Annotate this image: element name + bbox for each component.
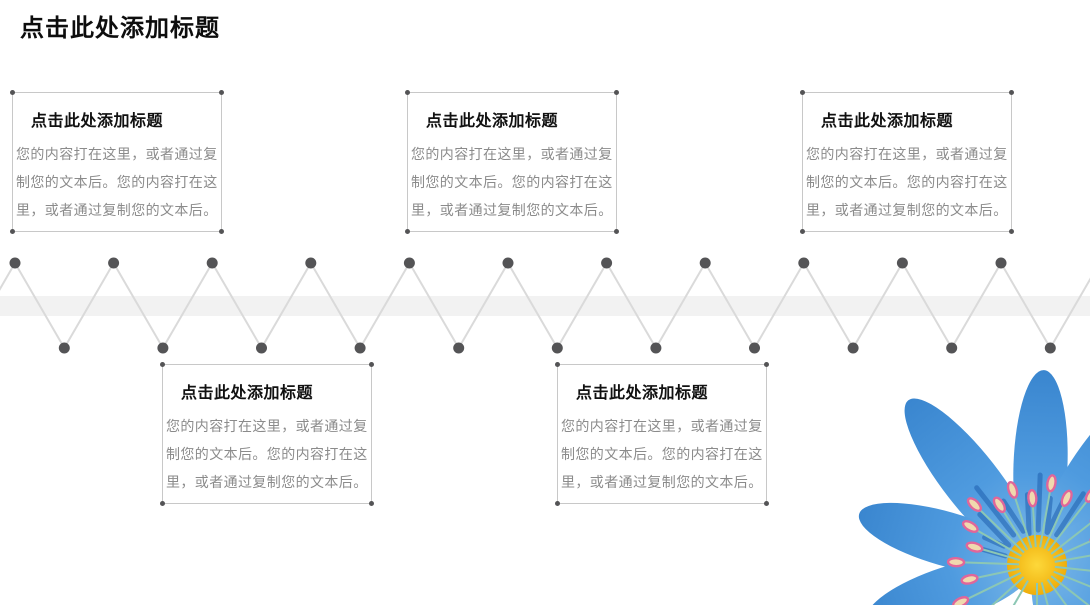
text-box-5[interactable]: 点击此处添加标题 您的内容打在这里，或者通过复制您的文本后。您的内容打在这里，或… — [555, 362, 769, 506]
timeline-node-dot — [256, 342, 267, 354]
timeline-node-dot — [453, 342, 465, 354]
corner-handle — [369, 501, 374, 506]
box-title: 点击此处添加标题 — [31, 113, 164, 130]
timeline-node-dot — [206, 257, 218, 269]
box-body: 您的内容打在这里，或者通过复制您的文本后。您的内容打在这里，或者通过复制您的文本… — [561, 418, 763, 490]
timeline-node-dot — [699, 257, 711, 269]
blue-flower-image — [858, 370, 1090, 605]
timeline-node-dot — [847, 342, 859, 354]
text-box-3[interactable]: 点击此处添加标题 您的内容打在这里，或者通过复制您的文本后。您的内容打在这里，或… — [800, 90, 1014, 234]
timeline-node-dot — [157, 342, 169, 354]
corner-handle — [800, 90, 805, 95]
corner-handle — [10, 90, 15, 95]
text-box-4[interactable]: 点击此处添加标题 您的内容打在这里，或者通过复制您的文本后。您的内容打在这里，或… — [160, 362, 374, 506]
corner-handle — [219, 90, 224, 95]
timeline-node-dot — [798, 257, 810, 269]
corner-handle — [614, 90, 619, 95]
box-title: 点击此处添加标题 — [576, 385, 709, 402]
timeline-node-dot — [305, 257, 317, 269]
slide-title[interactable]: 点击此处添加标题 — [20, 15, 220, 42]
corner-handle — [764, 501, 769, 506]
corner-handle — [800, 229, 805, 234]
timeline-node-dot — [601, 257, 613, 269]
timeline-node-dot — [995, 257, 1007, 269]
corner-handle — [405, 90, 410, 95]
corner-handle — [10, 229, 15, 234]
box-body: 您的内容打在这里，或者通过复制您的文本后。您的内容打在这里，或者通过复制您的文本… — [16, 146, 218, 218]
corner-handle — [1009, 90, 1014, 95]
box-title: 点击此处添加标题 — [426, 113, 559, 130]
timeline-band — [0, 296, 1090, 316]
zigzag-timeline — [0, 257, 1090, 354]
text-box-2[interactable]: 点击此处添加标题 您的内容打在这里，或者通过复制您的文本后。您的内容打在这里，或… — [405, 90, 619, 234]
corner-handle — [555, 501, 560, 506]
timeline-node-dot — [749, 342, 760, 354]
text-box-1[interactable]: 点击此处添加标题 您的内容打在这里，或者通过复制您的文本后。您的内容打在这里，或… — [10, 90, 224, 234]
corner-handle — [1009, 229, 1014, 234]
timeline-node-dot — [354, 342, 366, 354]
box-body: 您的内容打在这里，或者通过复制您的文本后。您的内容打在这里，或者通过复制您的文本… — [806, 146, 1008, 218]
corner-handle — [160, 362, 165, 367]
box-body: 您的内容打在这里，或者通过复制您的文本后。您的内容打在这里，或者通过复制您的文本… — [411, 146, 613, 218]
corner-handle — [369, 362, 374, 367]
timeline-node-dot — [9, 257, 21, 269]
corner-handle — [160, 501, 165, 506]
timeline-node-dot — [58, 342, 70, 354]
corner-handle — [405, 229, 410, 234]
corner-handle — [764, 362, 769, 367]
timeline-node-dot — [650, 342, 662, 354]
timeline-node-dot — [551, 342, 563, 354]
box-title: 点击此处添加标题 — [821, 113, 954, 130]
box-body: 您的内容打在这里，或者通过复制您的文本后。您的内容打在这里，或者通过复制您的文本… — [166, 418, 368, 490]
timeline-node-dot — [502, 257, 514, 269]
corner-handle — [219, 229, 224, 234]
timeline-node-dot — [1044, 342, 1056, 354]
box-title: 点击此处添加标题 — [181, 385, 314, 402]
timeline-node-dot — [946, 342, 958, 354]
timeline-node-dot — [896, 257, 908, 269]
corner-handle — [555, 362, 560, 367]
timeline-node-dot — [108, 257, 120, 269]
timeline-node-dot — [403, 257, 415, 269]
corner-handle — [614, 229, 619, 234]
